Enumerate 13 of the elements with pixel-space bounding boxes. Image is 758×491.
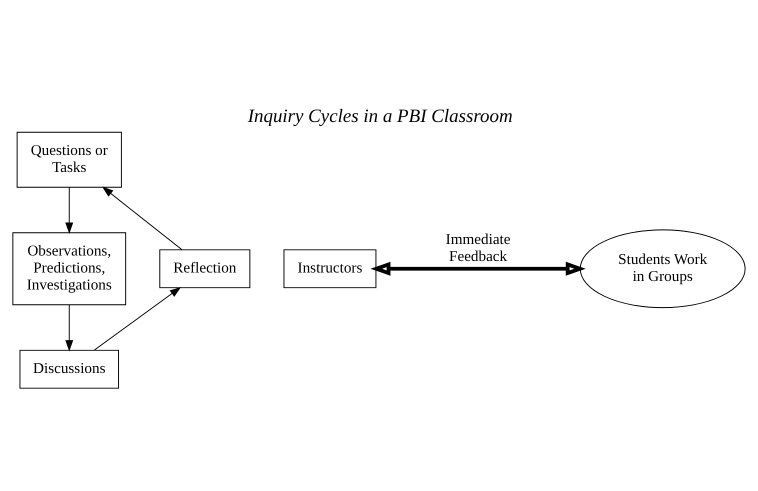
node-box: Questions or Tasks [16,131,122,188]
arrow [65,304,74,352]
node-box: Discussions [20,349,120,388]
node-ellipse: Students Work in Groups [580,228,746,308]
diagram-title: Inquiry Cycles in a PBI Classroom [248,105,513,126]
arrow [65,186,74,234]
arrow [94,286,182,350]
node-box: Instructors [284,248,376,288]
node-box: Observations, Predictions, Investigations [12,232,126,305]
node-box: Reflection [159,248,250,288]
edge-label: Immediate Feedback [446,230,510,264]
arrow [370,261,586,276]
arrow [102,186,182,250]
